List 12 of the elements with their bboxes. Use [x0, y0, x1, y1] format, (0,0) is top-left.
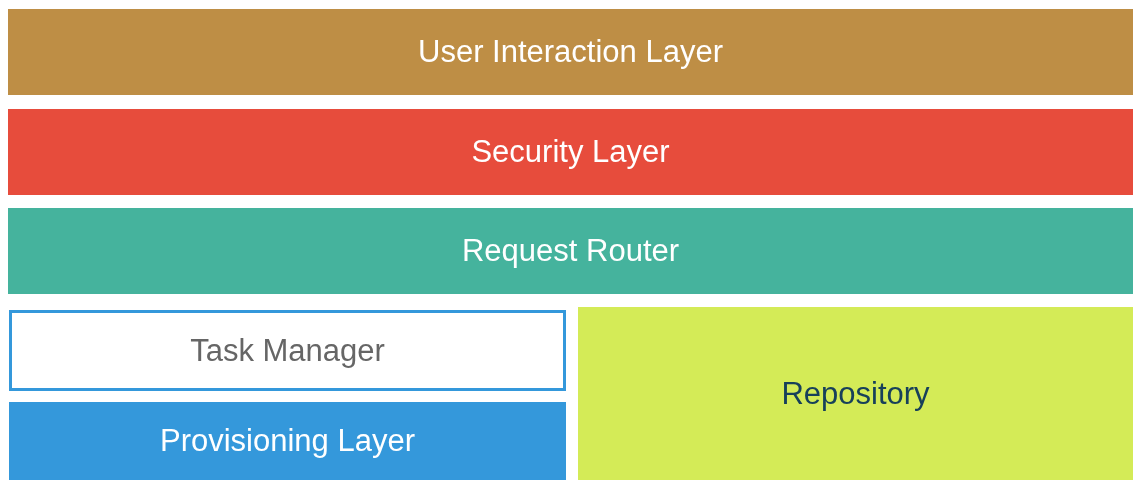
layer-label: Task Manager [190, 332, 385, 369]
component-box [578, 307, 1133, 480]
layer-band [8, 109, 1133, 195]
component-box [9, 310, 566, 391]
layer-label: Security Layer [471, 134, 670, 170]
layer-label: Provisioning Layer [160, 423, 415, 459]
layer-band [8, 9, 1133, 95]
layer-band [8, 208, 1133, 294]
layer-label: User Interaction Layer [418, 34, 723, 70]
layer-band [9, 402, 566, 480]
layer-label: Repository [781, 375, 930, 412]
layer-label: Request Router [461, 233, 680, 269]
